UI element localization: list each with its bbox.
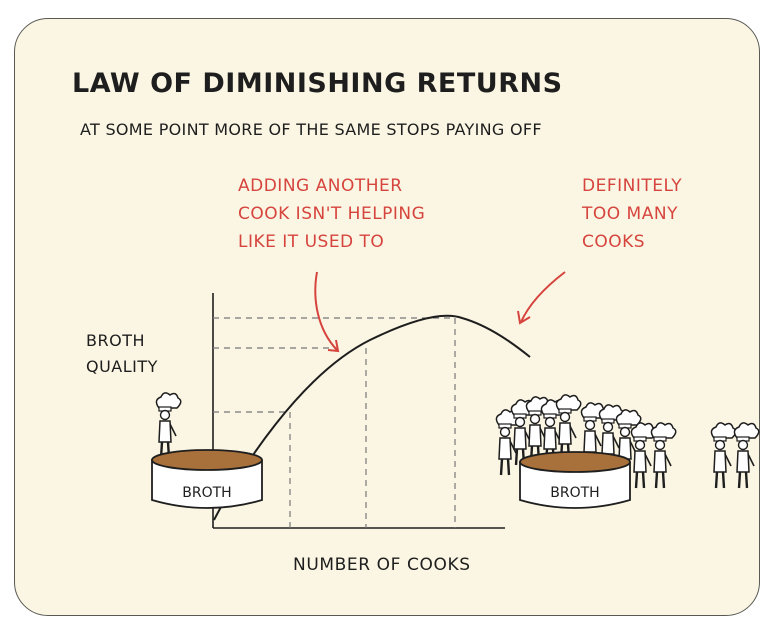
pot-icon: BROTH: [151, 391, 263, 509]
annotation-left: ADDING ANOTHER COOK ISN'T HELPING LIKE I…: [238, 176, 426, 252]
x-axis-label: NUMBER OF COOKS: [293, 555, 471, 575]
arrow-icon: [517, 271, 566, 325]
y-axis-label: BROTH QUALITY: [86, 331, 158, 376]
subtitle: AT SOME POINT MORE OF THE SAME STOPS PAY…: [80, 120, 542, 139]
illustration-card: [14, 18, 760, 616]
pot-right-label: BROTH: [550, 485, 599, 501]
annotation-right: DEFINITELY TOO MANY COOKS: [582, 176, 683, 252]
page-title: LAW OF DIMINISHING RETURNS: [72, 68, 563, 99]
pot-left-label: BROTH: [182, 485, 231, 501]
arrow-icon: [314, 271, 340, 353]
pot-icon: BROTH: [519, 451, 631, 509]
guide-lines: [213, 317, 456, 528]
quality-curve: [213, 314, 531, 521]
